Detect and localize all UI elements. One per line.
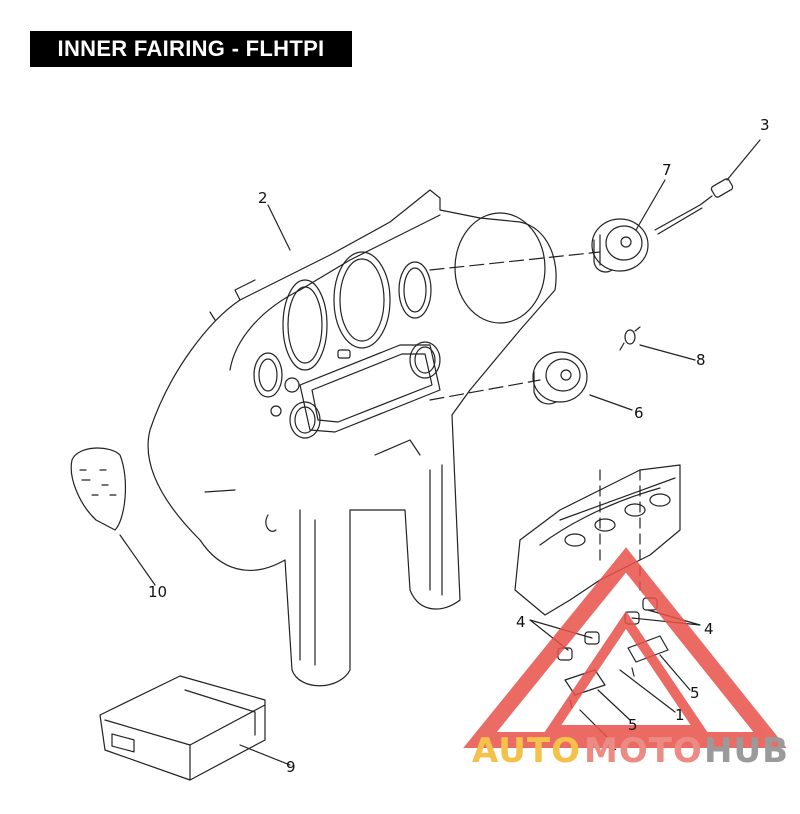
callout-8: 8 — [696, 351, 706, 369]
callout-9: 9 — [286, 758, 296, 776]
lower-cover — [514, 464, 681, 616]
speaker-6 — [532, 351, 588, 405]
callout-1b: 1 — [608, 736, 618, 754]
callout-4b: 4 — [704, 620, 714, 638]
callout-1a: 1 — [675, 706, 685, 724]
watermark-moto: MOTO — [584, 731, 703, 771]
callout-5a: 5 — [690, 684, 700, 702]
callout-6: 6 — [634, 404, 644, 422]
grille-10 — [70, 447, 127, 531]
watermark-auto: AUTO — [472, 731, 581, 771]
callout-7: 7 — [662, 161, 672, 179]
box-9 — [99, 675, 266, 781]
callout-4a: 4 — [516, 613, 526, 631]
callouts: 2 3 7 8 6 10 9 4 4 5 5 1 1 — [148, 116, 770, 776]
callout-3: 3 — [760, 116, 770, 134]
speaker-7 — [591, 218, 649, 273]
screw-8 — [619, 326, 641, 351]
leader-lines — [119, 179, 701, 766]
page-title: INNER FAIRING - FLHTPI — [30, 31, 352, 67]
watermark-text: AUTO MOTO HUB — [472, 731, 789, 771]
inner-fairing — [147, 189, 557, 687]
watermark-logo — [463, 547, 787, 748]
lead-3 — [654, 139, 761, 235]
callout-10: 10 — [148, 583, 167, 601]
watermark-hub: HUB — [704, 731, 789, 771]
callout-2: 2 — [258, 189, 268, 207]
callout-5b: 5 — [628, 716, 638, 734]
